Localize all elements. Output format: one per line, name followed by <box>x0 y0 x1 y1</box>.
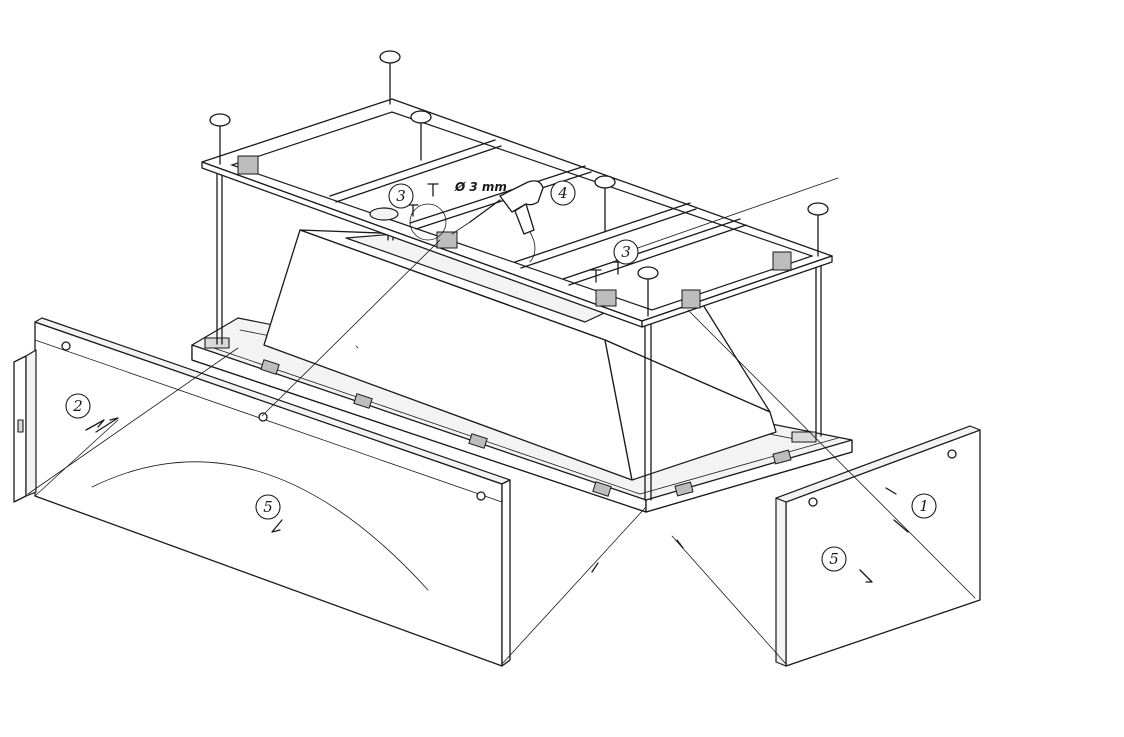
callout-2-label: 2 <box>72 397 83 415</box>
callout-2: 2 <box>65 393 91 419</box>
callout-4: 4 <box>550 180 576 206</box>
adjustable-leg-icon <box>209 50 829 317</box>
callout-3-right-label: 3 <box>621 243 631 261</box>
arrow-icon <box>885 487 909 533</box>
callout-5-left: 5 <box>255 494 281 520</box>
callout-3-left: 3 <box>388 183 414 209</box>
arrow-icon <box>85 419 105 431</box>
mounting-bracket-icon <box>237 155 792 309</box>
end-panel <box>775 425 981 667</box>
callout-5-right-label: 5 <box>829 550 839 568</box>
callout-1: 1 <box>911 493 937 519</box>
callout-4-label: 4 <box>557 184 568 202</box>
arrow-icon <box>271 519 283 533</box>
arrow-icon <box>95 417 119 433</box>
arrow-icon <box>859 569 873 583</box>
detail-highlight-circle <box>409 203 447 241</box>
arrow-icon <box>676 539 684 549</box>
base-clamp <box>260 359 792 497</box>
callout-5-left-label: 5 <box>263 498 273 516</box>
assembly-guide-lines <box>27 177 976 665</box>
callout-1-label: 1 <box>919 497 929 515</box>
callout-3-right: 3 <box>613 239 639 265</box>
drill-diameter-label: Ø 3 mm <box>454 180 507 194</box>
callout-3-left-label: 3 <box>396 187 406 205</box>
power-drill-icon <box>451 180 544 263</box>
callout-5-right: 5 <box>821 546 847 572</box>
arrow-icon <box>591 562 599 573</box>
